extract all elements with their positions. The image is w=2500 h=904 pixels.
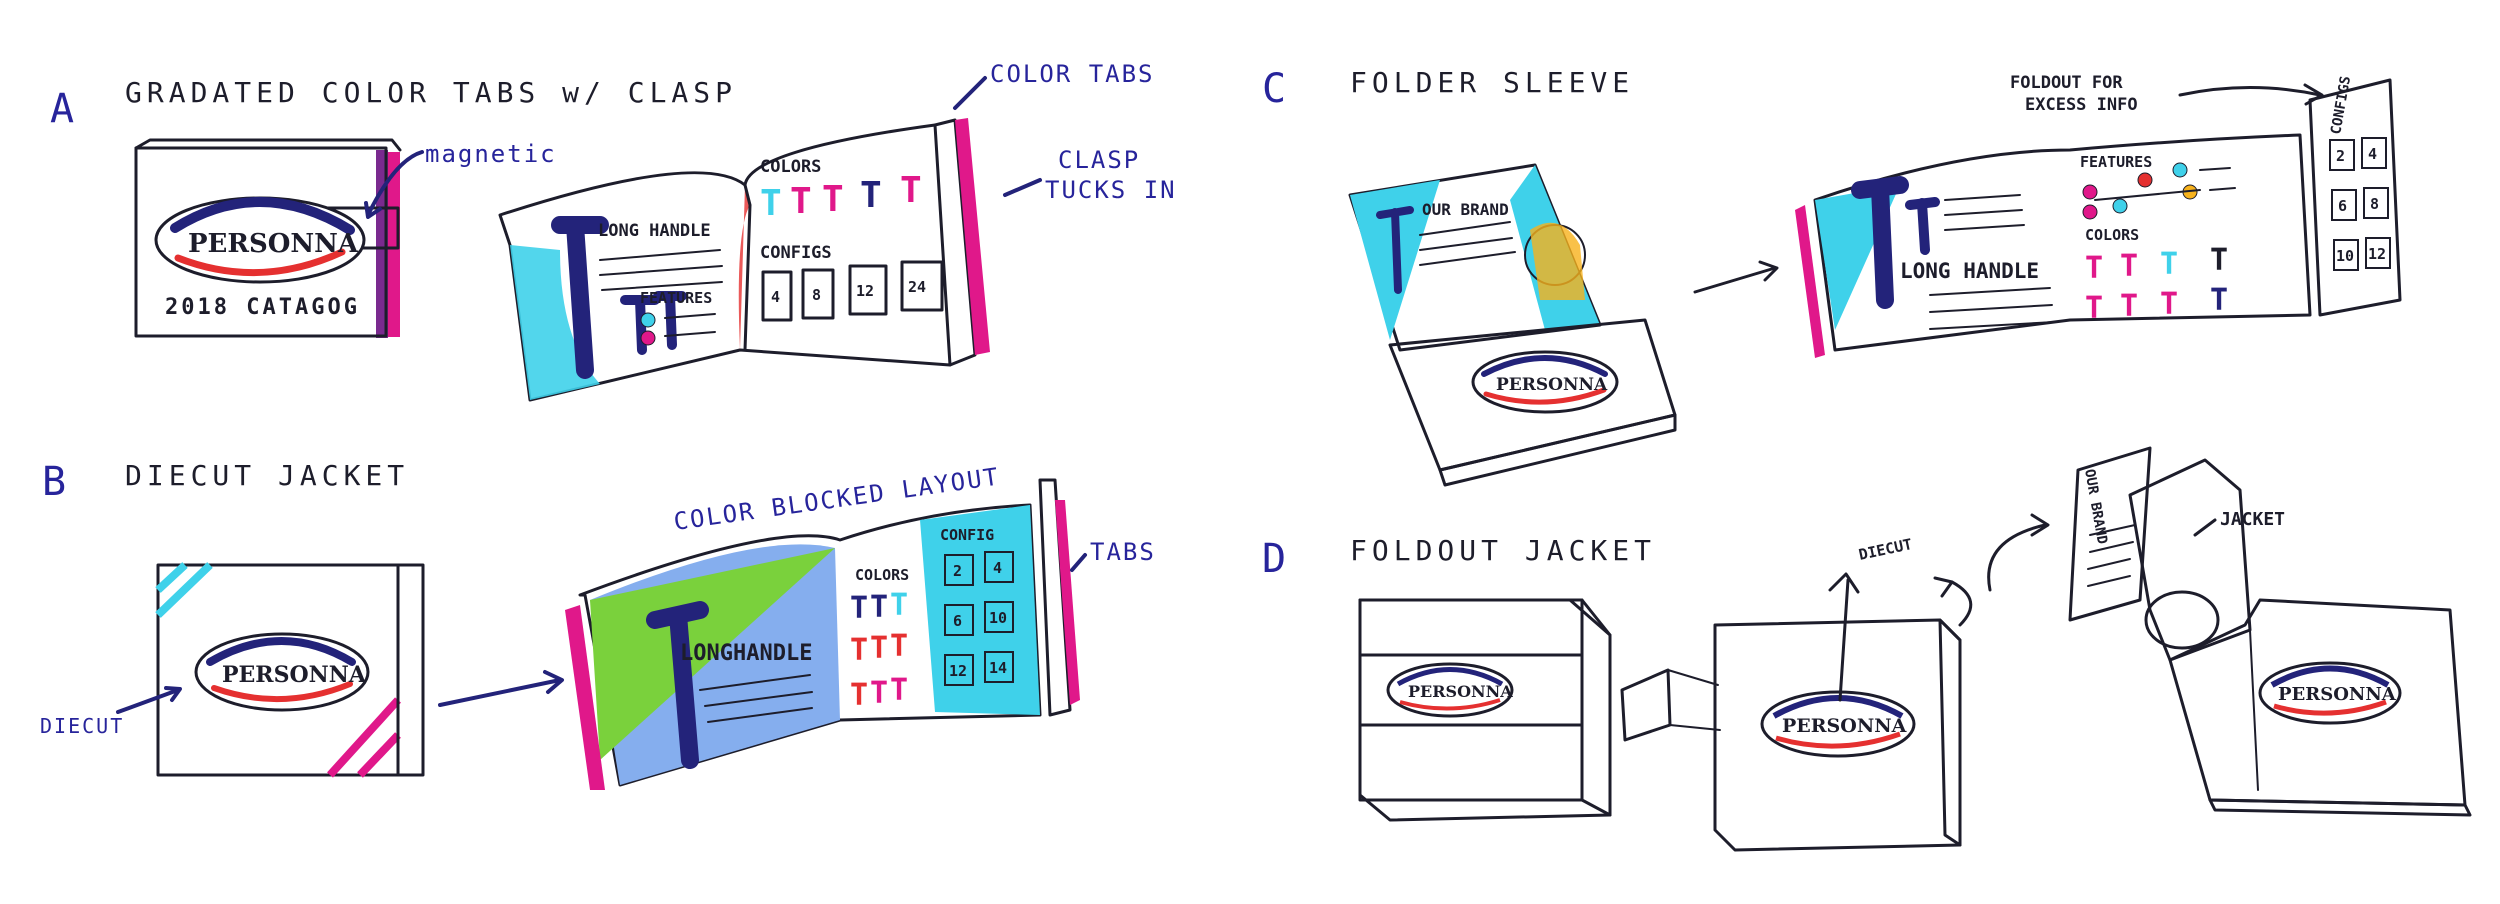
jacket-b-closed: PERSONNA bbox=[155, 562, 425, 778]
svg-text:T: T bbox=[2085, 291, 2103, 326]
config-b-6: 14 bbox=[989, 659, 1007, 677]
config-b-3: 6 bbox=[953, 612, 962, 630]
brand-label-b: PERSONNA bbox=[222, 662, 367, 688]
colors-b: COLORS bbox=[855, 566, 909, 584]
colors-c: COLORS bbox=[2085, 226, 2139, 244]
svg-text:T: T bbox=[2160, 287, 2178, 322]
config-boxes-b: 2 4 6 10 12 14 bbox=[944, 551, 1014, 686]
note-diecut-b: DIECUT bbox=[40, 714, 124, 738]
svg-text:T: T bbox=[2160, 247, 2178, 282]
svg-text:T: T bbox=[890, 673, 908, 708]
section-d-letter: D bbox=[1262, 536, 1290, 582]
note-magnetic: magnetic bbox=[425, 140, 557, 168]
svg-text:T: T bbox=[850, 633, 868, 668]
config-a-1: 4 bbox=[771, 288, 780, 306]
note-clasp-2: TUCKS IN bbox=[1045, 176, 1177, 204]
brand-label-a: PERSONNA bbox=[188, 229, 359, 259]
config-c-6: 12 bbox=[2368, 245, 2386, 263]
config-boxes-a: 4 8 12 24 bbox=[761, 260, 944, 322]
config-b: CONFIG bbox=[940, 526, 994, 544]
svg-text:T: T bbox=[870, 676, 888, 711]
config-c-4: 8 bbox=[2370, 195, 2379, 213]
colors-a: COLORS bbox=[760, 157, 821, 177]
svg-text:T: T bbox=[850, 678, 868, 713]
section-a: A GRADATED COLOR TABS w/ CLASP PERSONNA … bbox=[50, 60, 1177, 402]
section-c: C FOLDER SLEEVE OUR BRAND PERSONNA bbox=[1262, 66, 2402, 487]
brand-label-d1: PERSONNA bbox=[1408, 682, 1513, 701]
catalog-a-closed: PERSONNA 2018 CATAGOG bbox=[134, 138, 402, 338]
svg-text:T: T bbox=[890, 629, 908, 664]
section-a-title: GRADATED COLOR TABS w/ CLASP bbox=[125, 76, 737, 109]
svg-text:T: T bbox=[870, 631, 888, 666]
svg-text:T: T bbox=[790, 181, 812, 222]
longhandle-b: LONGHANDLE bbox=[680, 641, 812, 666]
long-handle-a: LONG HANDLE bbox=[598, 221, 711, 241]
config-b-2: 4 bbox=[993, 559, 1002, 577]
section-c-title: FOLDER SLEEVE bbox=[1350, 66, 1634, 99]
svg-text:T: T bbox=[822, 179, 844, 220]
section-b-letter: B bbox=[42, 459, 70, 505]
svg-text:T: T bbox=[850, 591, 868, 626]
section-a-letter: A bbox=[50, 86, 78, 132]
configs-c: CONFIGS bbox=[2328, 75, 2354, 136]
our-brand-c: OUR BRAND bbox=[1422, 200, 1509, 219]
svg-text:T: T bbox=[760, 183, 782, 224]
svg-text:T: T bbox=[860, 175, 882, 216]
svg-text:T: T bbox=[2120, 289, 2138, 324]
section-b-title: DIECUT JACKET bbox=[125, 459, 409, 492]
note-foldout-1: FOLDOUT FOR bbox=[2010, 73, 2123, 93]
folder-sleeve: OUR BRAND PERSONNA bbox=[1348, 163, 1677, 487]
config-a-2: 8 bbox=[812, 286, 821, 304]
svg-text:T: T bbox=[900, 170, 922, 211]
color-swatches-c: T T T T T T T T bbox=[2085, 243, 2228, 326]
config-c-5: 10 bbox=[2336, 247, 2354, 265]
configs-a: CONFIGS bbox=[760, 243, 832, 263]
brand-label-d2: PERSONNA bbox=[1782, 715, 1907, 737]
config-boxes-c: 2 4 6 8 10 12 bbox=[2329, 137, 2391, 271]
config-c-3: 6 bbox=[2338, 197, 2347, 215]
config-b-1: 2 bbox=[953, 562, 962, 580]
brand-label-c: PERSONNA bbox=[1496, 375, 1608, 395]
note-color-tabs: COLOR TABS bbox=[990, 60, 1155, 88]
catalog-a-open: LONG HANDLE FEATURES COLORS T T T T T CO… bbox=[498, 118, 990, 402]
section-c-letter: C bbox=[1262, 66, 1290, 112]
features-a: FEATURES bbox=[640, 289, 712, 307]
foldout-jacket-closed: PERSONNA bbox=[1358, 598, 1612, 822]
note-diecut-d: DIECUT bbox=[1857, 535, 1914, 564]
note-jacket: JACKET bbox=[2220, 509, 2285, 530]
config-c-2: 4 bbox=[2368, 145, 2377, 163]
long-handle-c: LONG HANDLE bbox=[1900, 259, 2039, 283]
config-b-4: 10 bbox=[989, 609, 1007, 627]
config-a-4: 24 bbox=[908, 278, 926, 296]
jacket-b-open: LONGHANDLE COLORS T T T T T T T T T CONF… bbox=[565, 478, 1080, 790]
catalog-label: 2018 CATAGOG bbox=[165, 295, 360, 320]
section-b: B DIECUT JACKET PERSONNA DIECUT bbox=[40, 459, 1156, 790]
foldout-jacket-middle: PERSONNA bbox=[1713, 618, 1962, 852]
catalog-c-open: LONG HANDLE FEATURES COLORS T T T T T T … bbox=[1795, 75, 2402, 358]
config-a-3: 12 bbox=[856, 282, 874, 300]
color-swatches-b: T T T T T T T T T bbox=[850, 588, 908, 713]
svg-text:T: T bbox=[2120, 249, 2138, 284]
brand-label-d3: PERSONNA bbox=[2278, 684, 2397, 705]
svg-text:T: T bbox=[870, 590, 888, 625]
config-b-5: 12 bbox=[949, 662, 967, 680]
svg-text:T: T bbox=[2210, 283, 2228, 318]
color-swatches-a: T T T T T bbox=[760, 170, 922, 224]
note-clasp-1: CLASP bbox=[1058, 146, 1140, 174]
config-c-1: 2 bbox=[2336, 147, 2345, 165]
features-c: FEATURES bbox=[2080, 153, 2152, 171]
section-d: D FOLDOUT JACKET PERSONNA PERSONNA DIECU bbox=[1262, 446, 2472, 852]
svg-text:T: T bbox=[2085, 251, 2103, 286]
section-d-title: FOLDOUT JACKET bbox=[1350, 534, 1656, 567]
note-foldout-2: EXCESS INFO bbox=[2025, 95, 2138, 115]
note-tabs: TABS bbox=[1090, 538, 1156, 566]
svg-text:T: T bbox=[890, 588, 908, 623]
diecut-flap-piece bbox=[1620, 668, 1721, 742]
foldout-jacket-open: OUR BRAND PERSONNA bbox=[2068, 446, 2472, 817]
svg-text:T: T bbox=[2210, 243, 2228, 278]
